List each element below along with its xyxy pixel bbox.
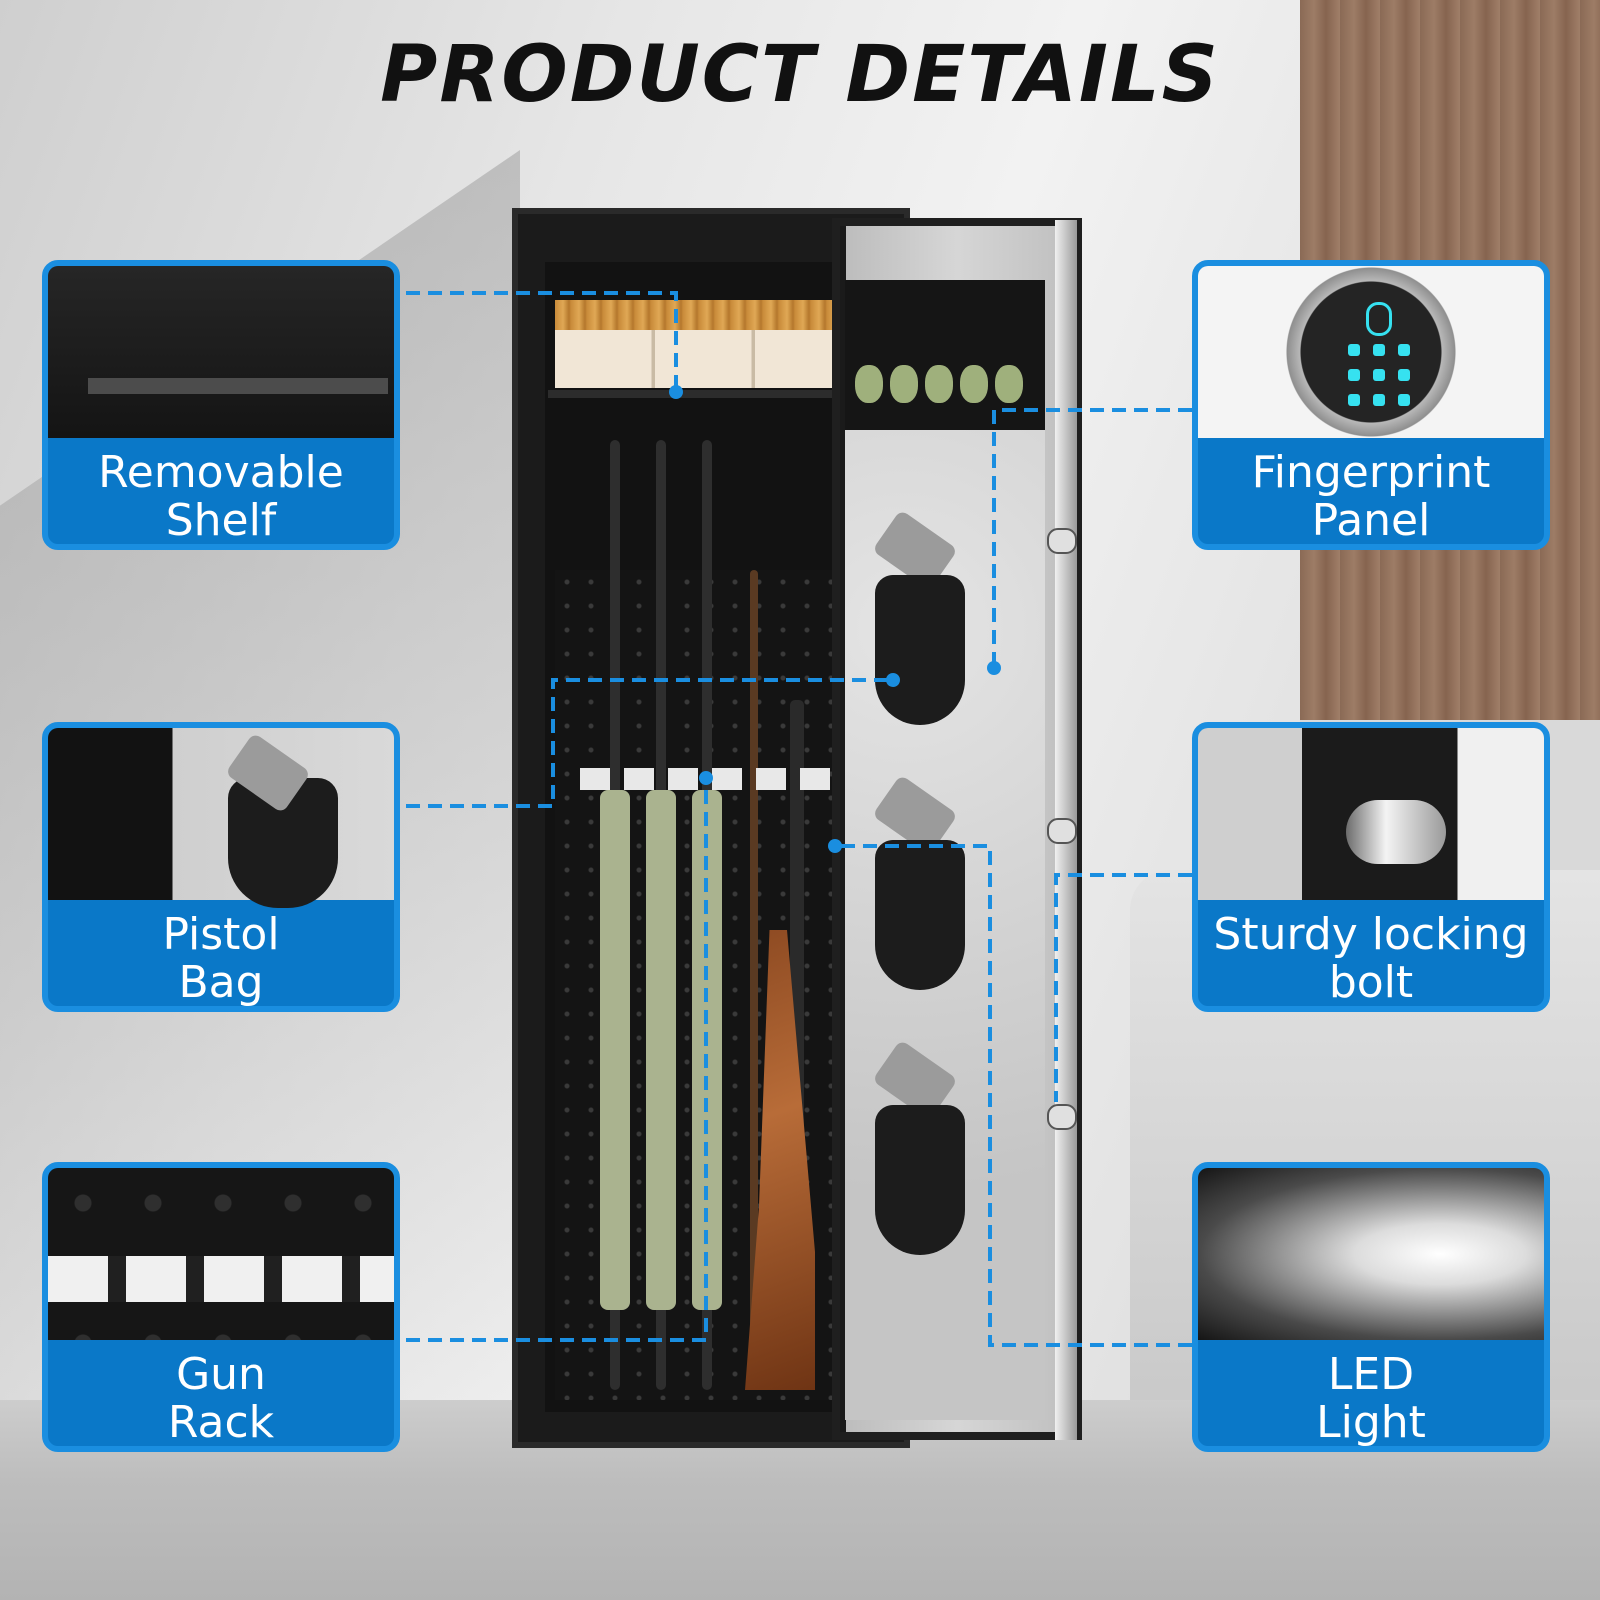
pistol-holster [875, 840, 965, 990]
door-top-compartment [845, 280, 1045, 430]
rifle-stock [692, 790, 722, 1310]
feature-label: Sturdy locking bolt [1213, 909, 1529, 1008]
pistol-holster [875, 1105, 965, 1255]
keypad-key [1373, 344, 1385, 356]
feature-label: LED Light [1316, 1349, 1426, 1448]
keypad-key [1398, 369, 1410, 381]
pistol-bag-photo [48, 728, 394, 908]
keypad-key [1398, 394, 1410, 406]
hunting-rifle [750, 570, 758, 1390]
feature-label: Pistol Bag [162, 909, 280, 1008]
keychain-ornament [855, 365, 883, 403]
connector-fingerprint-panel [992, 408, 1192, 668]
connector-locking-bolt [1054, 873, 1192, 1102]
fingerprint-icon [1366, 302, 1392, 336]
connector-dot [987, 661, 1001, 675]
gun-rack-photo [48, 1168, 394, 1340]
connector-led-light [835, 844, 1192, 1347]
feature-card-fingerprint-panel: Fingerprint Panel [1192, 260, 1550, 550]
rifle-stock [600, 790, 630, 1310]
page-title: PRODUCT DETAILS [380, 30, 1220, 120]
connector-pistol-bag [406, 678, 893, 808]
connector-dot [669, 385, 683, 399]
feature-card-pistol-bag: Pistol Bag [42, 722, 400, 1012]
keypad-key [1348, 344, 1360, 356]
feature-card-locking-bolt: Sturdy locking bolt [1192, 722, 1550, 1012]
keychain-ornament [925, 365, 953, 403]
connector-dot [886, 673, 900, 687]
removable-shelf [548, 390, 874, 398]
led-light-photo [1198, 1168, 1544, 1340]
bolt-cylinder-icon [1346, 800, 1446, 864]
feature-label: Gun Rack [167, 1349, 275, 1448]
keychain-ornament [960, 365, 988, 403]
ammo-boxes [555, 300, 855, 388]
connector-removable-shelf [406, 291, 678, 392]
connector-dot [699, 771, 713, 785]
connector-dot [828, 839, 842, 853]
locking-bolt [1047, 528, 1077, 554]
keypad-key [1373, 369, 1385, 381]
locking-bolt-photo [1198, 728, 1544, 900]
feature-card-removable-shelf: Removable Shelf [42, 260, 400, 550]
removable-shelf-photo [48, 266, 394, 438]
fingerprint-panel-photo [1198, 266, 1544, 438]
keypad-key [1373, 394, 1385, 406]
feature-card-led-light: LED Light [1192, 1162, 1550, 1452]
keychain-ornament [995, 365, 1023, 403]
feature-card-gun-rack: Gun Rack [42, 1162, 400, 1452]
rifle-stock [646, 790, 676, 1310]
keypad-key [1348, 369, 1360, 381]
locking-bolt [1047, 1104, 1077, 1130]
feature-label: Fingerprint Panel [1251, 447, 1491, 546]
keychain-ornament [890, 365, 918, 403]
locking-bolt [1047, 818, 1077, 844]
pistol-holster [875, 575, 965, 725]
keypad-key [1348, 394, 1360, 406]
connector-gun-rack [406, 778, 708, 1342]
keypad-key [1398, 344, 1410, 356]
feature-label: Removable Shelf [98, 447, 344, 546]
